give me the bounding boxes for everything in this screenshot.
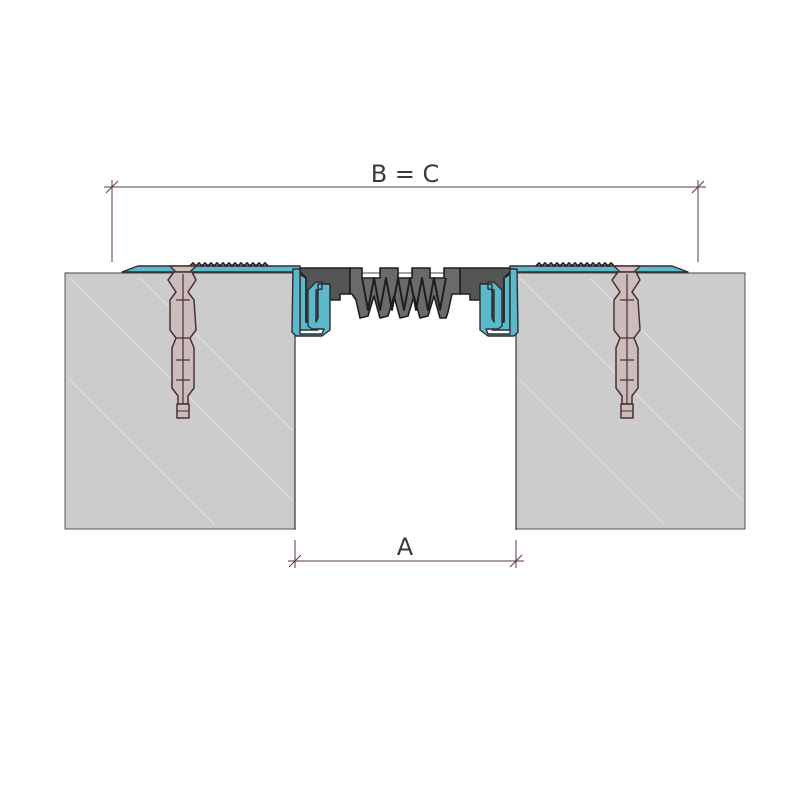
left-aluminum-profile [121, 261, 351, 337]
dimension-label-a: A [397, 533, 414, 561]
dimension-a: A [288, 533, 524, 568]
left-anchor-screw [167, 265, 198, 419]
dimension-label-b-c: B = C [371, 160, 440, 188]
dimension-b-c: B = C [104, 160, 706, 262]
right-anchor-screw [611, 265, 642, 419]
rubber-bellows-insert [349, 267, 461, 319]
